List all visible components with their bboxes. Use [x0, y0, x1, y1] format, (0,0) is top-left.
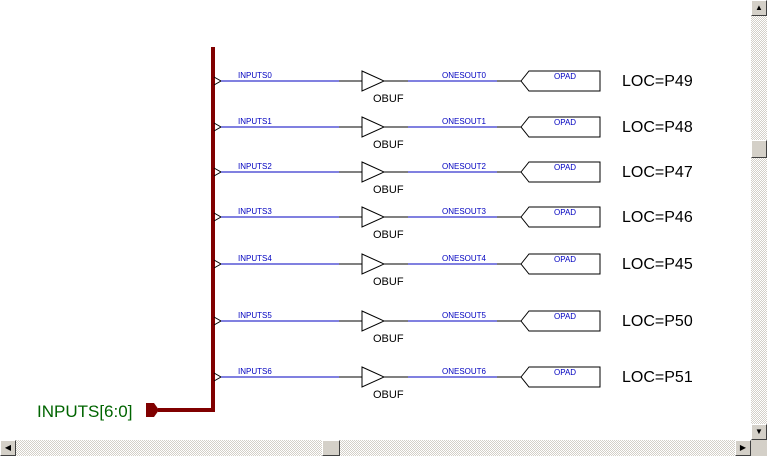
bus-tap-icon	[213, 122, 223, 132]
pad-label: OPAD	[554, 118, 576, 127]
bus-label: INPUTS[6:0]	[37, 402, 132, 421]
horizontal-scroll-thumb[interactable]	[322, 440, 340, 456]
location-constraint-label: LOC=P46	[622, 209, 693, 226]
buffer-label: OBUF	[373, 93, 404, 105]
buffer-label: OBUF	[373, 229, 404, 241]
pad-label: OPAD	[554, 368, 576, 377]
location-constraint-label: LOC=P45	[622, 256, 693, 273]
buffer-icon[interactable]	[361, 366, 386, 388]
bus-tap-icon	[213, 372, 223, 382]
output-net-label: ONESOUT0	[442, 71, 487, 80]
bus-tap-icon	[213, 167, 223, 177]
arrow-right-icon: ▶	[739, 443, 747, 452]
bus-line[interactable]	[158, 47, 215, 412]
input-net-label: INPUTS5	[238, 311, 272, 320]
output-net-label: ONESOUT6	[442, 367, 487, 376]
scroll-down-button[interactable]: ▼	[751, 424, 767, 440]
location-constraint-label: LOC=P50	[622, 313, 693, 330]
output-pad-icon[interactable]	[520, 310, 601, 332]
buffer-label: OBUF	[373, 333, 404, 345]
horizontal-scrollbar[interactable]: ◀ ▶	[0, 440, 751, 456]
arrow-left-icon: ◀	[4, 443, 12, 452]
input-net-label: INPUTS4	[238, 254, 272, 263]
bus-tap-icon	[213, 76, 223, 86]
scrollbar-corner	[751, 440, 767, 456]
scroll-left-button[interactable]: ◀	[0, 440, 16, 456]
input-net-label: INPUTS3	[238, 207, 272, 216]
vertical-scrollbar[interactable]: ▲ ▼	[751, 0, 767, 440]
output-pad-icon[interactable]	[520, 161, 601, 183]
buffer-icon[interactable]	[361, 70, 386, 92]
buffer-icon[interactable]	[361, 161, 386, 183]
bus-tap-icon	[213, 316, 223, 326]
output-net-label: ONESOUT1	[442, 117, 487, 126]
output-net-label: ONESOUT2	[442, 162, 487, 171]
input-net-label: INPUTS0	[238, 71, 272, 80]
scroll-right-button[interactable]: ▶	[735, 440, 751, 456]
scroll-up-button[interactable]: ▲	[751, 0, 767, 16]
buffer-icon[interactable]	[361, 253, 386, 275]
pad-label: OPAD	[554, 208, 576, 217]
output-pad-icon[interactable]	[520, 366, 601, 388]
bus-tap-icon	[213, 259, 223, 269]
input-net-label: INPUTS1	[238, 117, 272, 126]
output-net-label: ONESOUT4	[442, 254, 487, 263]
buffer-label: OBUF	[373, 139, 404, 151]
pad-label: OPAD	[554, 72, 576, 81]
output-net-label: ONESOUT3	[442, 207, 487, 216]
vertical-scroll-track[interactable]	[751, 16, 767, 424]
buffer-icon[interactable]	[361, 310, 386, 332]
location-constraint-label: LOC=P49	[622, 73, 693, 90]
horizontal-scroll-track[interactable]	[16, 440, 735, 456]
pad-label: OPAD	[554, 312, 576, 321]
buffer-label: OBUF	[373, 276, 404, 288]
bus-connector-icon	[146, 403, 159, 417]
output-pad-icon[interactable]	[520, 206, 601, 228]
input-net-label: INPUTS2	[238, 162, 272, 171]
bus-tap-icon	[213, 212, 223, 222]
input-net-label: INPUTS6	[238, 367, 272, 376]
vertical-scroll-thumb[interactable]	[751, 140, 767, 158]
arrow-up-icon: ▲	[755, 3, 763, 12]
location-constraint-label: LOC=P51	[622, 369, 693, 386]
output-pad-icon[interactable]	[520, 116, 601, 138]
buffer-label: OBUF	[373, 184, 404, 196]
buffer-label: OBUF	[373, 389, 404, 401]
pad-label: OPAD	[554, 163, 576, 172]
location-constraint-label: LOC=P48	[622, 119, 693, 136]
buffer-icon[interactable]	[361, 206, 386, 228]
location-constraint-label: LOC=P47	[622, 164, 693, 181]
output-pad-icon[interactable]	[520, 253, 601, 275]
buffer-icon[interactable]	[361, 116, 386, 138]
output-net-label: ONESOUT5	[442, 311, 487, 320]
pad-label: OPAD	[554, 255, 576, 264]
arrow-down-icon: ▼	[755, 427, 763, 436]
output-pad-icon[interactable]	[520, 70, 601, 92]
